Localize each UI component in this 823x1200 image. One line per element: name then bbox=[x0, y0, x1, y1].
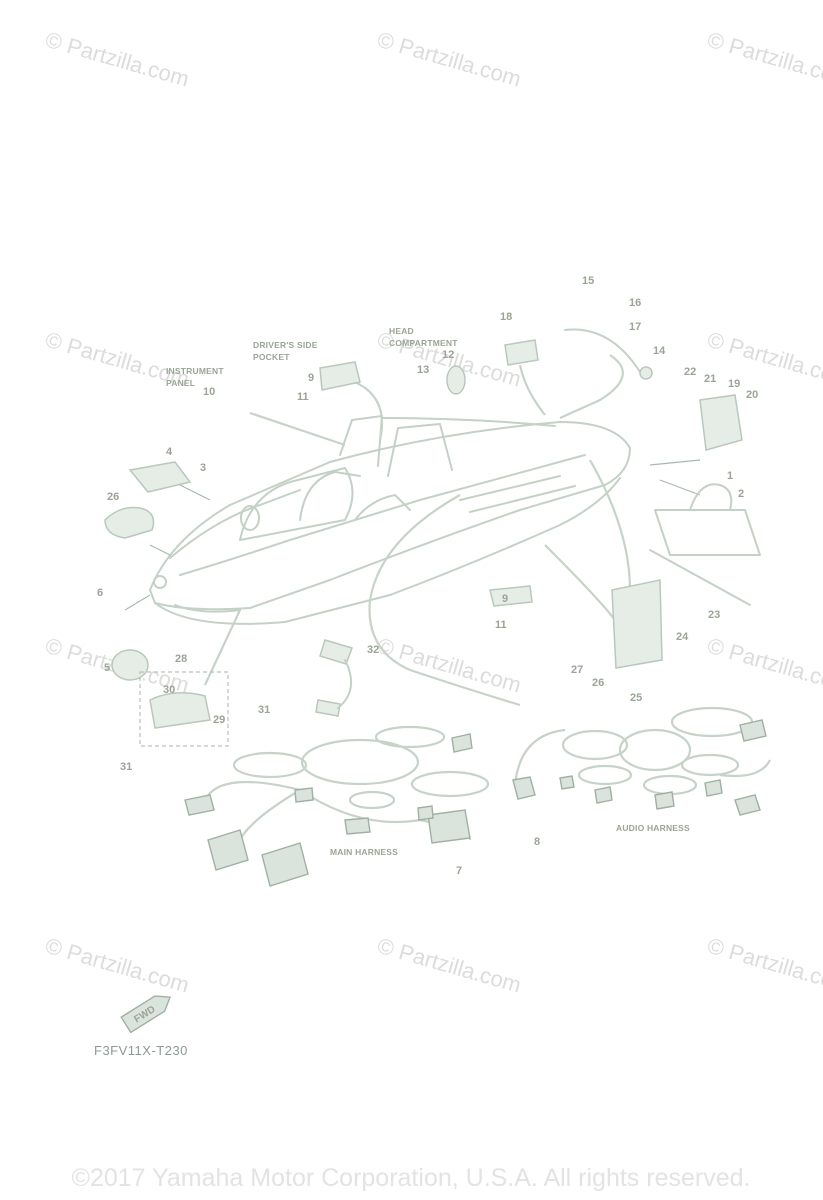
callout-number: 17 bbox=[629, 321, 641, 333]
callout-number: 9 bbox=[308, 372, 314, 384]
callout-number: 18 bbox=[500, 311, 512, 323]
callout-number: 26 bbox=[592, 677, 604, 689]
callout-number: 30 bbox=[163, 684, 175, 696]
callout-number: 11 bbox=[297, 391, 309, 403]
callout-number: 26 bbox=[107, 491, 119, 503]
callout-number: 28 bbox=[175, 653, 187, 665]
watermark: © Partzilla.com bbox=[705, 327, 823, 392]
callout-number: 11 bbox=[495, 619, 507, 631]
callout-number: 19 bbox=[728, 378, 740, 390]
callout-number: 31 bbox=[258, 704, 270, 716]
callout-number: 23 bbox=[708, 609, 720, 621]
callout-number: 16 bbox=[629, 297, 641, 309]
watermark: © Partzilla.com bbox=[43, 933, 192, 998]
caption-instrument-panel: INSTRUMENT bbox=[166, 366, 224, 376]
harness-drawings bbox=[184, 706, 771, 887]
callout-number: 22 bbox=[684, 366, 696, 378]
caption-drivers-side-pocket: POCKET bbox=[253, 352, 290, 362]
part-callouts: 1 2 3 4 5 6 7 8 9 9 10 11 11 12 13 14 15… bbox=[97, 275, 758, 877]
callout-number: 31 bbox=[120, 761, 132, 773]
copyright-notice: ©2017 Yamaha Motor Corporation, U.S.A. A… bbox=[72, 1164, 751, 1192]
caption-audio-harness: AUDIO HARNESS bbox=[616, 823, 690, 833]
component-shapes bbox=[104, 328, 761, 747]
callout-number: 14 bbox=[653, 345, 666, 357]
watermark: © Partzilla.com bbox=[375, 633, 524, 698]
watermark: © Partzilla.com bbox=[705, 933, 823, 998]
callout-number: 32 bbox=[367, 644, 379, 656]
figure-code: F3FV11X-T230 bbox=[94, 1043, 188, 1058]
callout-number: 2 bbox=[738, 488, 744, 500]
watermark: © Partzilla.com bbox=[705, 633, 823, 698]
callout-number: 7 bbox=[456, 865, 462, 877]
watermark: © Partzilla.com bbox=[375, 933, 524, 998]
captions: INSTRUMENT PANEL DRIVER'S SIDE POCKET HE… bbox=[166, 326, 690, 857]
callout-number: 27 bbox=[571, 664, 583, 676]
fwd-badge: FWD bbox=[120, 995, 172, 1034]
callout-number: 6 bbox=[97, 587, 103, 599]
boat-hull-drawing bbox=[149, 415, 631, 625]
watermark: © Partzilla.com bbox=[375, 27, 524, 92]
caption-head-compartment: COMPARTMENT bbox=[389, 338, 458, 348]
callout-number: 24 bbox=[676, 631, 689, 643]
callout-number: 29 bbox=[213, 714, 225, 726]
callout-number: 1 bbox=[727, 470, 733, 482]
callout-number: 20 bbox=[746, 389, 758, 401]
callout-number: 13 bbox=[417, 364, 429, 376]
callout-number: 3 bbox=[200, 462, 206, 474]
callout-number: 25 bbox=[630, 692, 642, 704]
callout-number: 5 bbox=[104, 662, 110, 674]
callout-number: 15 bbox=[582, 275, 594, 287]
wire-leads bbox=[124, 354, 701, 707]
caption-instrument-panel: PANEL bbox=[166, 378, 195, 388]
watermark: © Partzilla.com bbox=[705, 27, 823, 92]
caption-drivers-side-pocket: DRIVER'S SIDE bbox=[253, 340, 318, 350]
callout-number: 12 bbox=[442, 349, 454, 361]
watermark: © Partzilla.com bbox=[43, 27, 192, 92]
callout-number: 4 bbox=[166, 446, 173, 458]
callout-number: 8 bbox=[534, 836, 540, 848]
caption-main-harness: MAIN HARNESS bbox=[330, 847, 398, 857]
callout-number: 21 bbox=[704, 373, 716, 385]
callout-number: 10 bbox=[203, 386, 215, 398]
callout-number: 9 bbox=[502, 593, 508, 605]
caption-head-compartment: HEAD bbox=[389, 326, 414, 336]
